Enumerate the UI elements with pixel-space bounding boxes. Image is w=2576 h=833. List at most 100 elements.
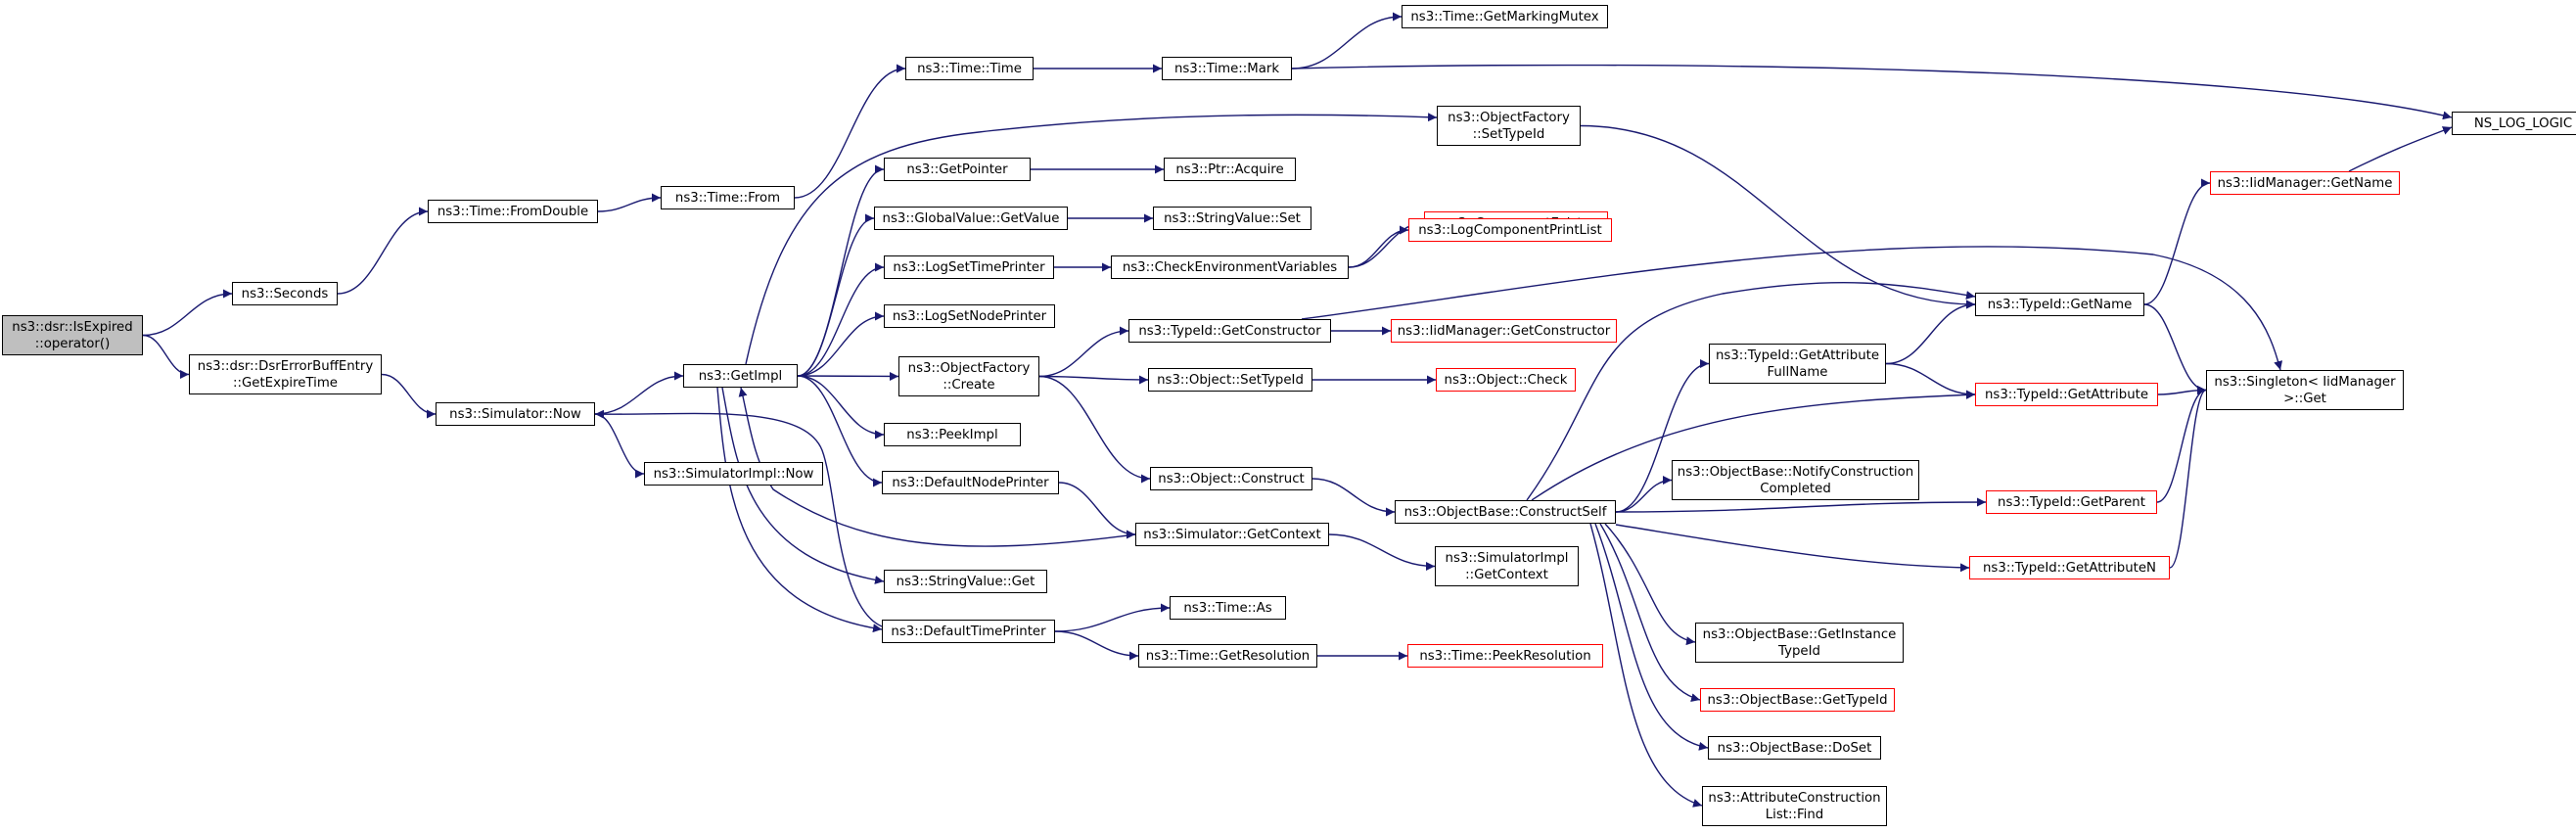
graph-node-n29[interactable]: ns3::Object::Construct <box>1150 467 1312 490</box>
graph-node-n34[interactable]: ns3::Time::As <box>1170 596 1286 620</box>
node-label-line: NS_LOG_LOGIC <box>2473 116 2573 131</box>
edge-n11-n27 <box>797 375 885 440</box>
graph-node-n31[interactable]: ns3::SimulatorImpl::GetContext <box>1435 546 1579 586</box>
graph-node-n9[interactable]: ns3::Simulator::Now <box>436 402 595 426</box>
node-label-line: ns3::SimulatorImpl <box>1445 550 1569 566</box>
edge-n11-n28 <box>797 375 883 487</box>
graph-node-n10[interactable]: ns3::SimulatorImpl::Now <box>644 462 823 486</box>
node-label-line: ::operator() <box>34 336 111 351</box>
node-label-line: ns3::AttributeConstruction <box>1708 790 1881 806</box>
graph-node-n41[interactable]: ns3::Singleton< IidManager >::Get <box>2206 370 2404 410</box>
edge-n40-n8 <box>2348 126 2453 172</box>
node-label-line: ns3::GetImpl <box>698 368 783 384</box>
graph-node-n22[interactable]: ns3::ObjectFactory::Create <box>898 356 1039 396</box>
graph-node-n21[interactable]: ns3::LogSetNodePrinter <box>884 304 1055 328</box>
node-label-line: ns3::Singleton< IidManager <box>2214 374 2396 390</box>
node-label-line: ns3::ObjectFactory <box>1448 110 1570 125</box>
edge-n11-n21 <box>797 311 885 377</box>
graph-node-n32[interactable]: ns3::StringValue::Get <box>884 570 1047 593</box>
graph-node-n0[interactable]: ns3::dsr::IsExpired::operator() <box>2 315 143 355</box>
edge-n30-n11 <box>738 387 1136 547</box>
edge-n37-n44 <box>1615 497 1987 513</box>
graph-node-n8[interactable]: NS_LOG_LOGIC <box>2452 112 2576 135</box>
edge-n37-n38 <box>1615 359 1710 513</box>
graph-node-n16[interactable]: ns3::StringValue::Set <box>1153 207 1311 230</box>
graph-node-n36[interactable]: ns3::Time::PeekResolution <box>1407 644 1603 668</box>
graph-node-n13[interactable]: ns3::GetPointer <box>884 158 1031 181</box>
node-label-line: ns3::LogComponentPrintList <box>1418 222 1602 238</box>
node-label-line: ns3::Simulator::Now <box>449 406 581 422</box>
node-label-line: TypeId <box>1778 643 1820 659</box>
graph-node-n14[interactable]: ns3::Ptr::Acquire <box>1164 158 1296 181</box>
graph-node-n23[interactable]: ns3::TypeId::GetConstructor <box>1128 319 1331 343</box>
graph-node-n44[interactable]: ns3::TypeId::GetParent <box>1986 490 2157 514</box>
node-label-line: ns3::TypeId::GetConstructor <box>1138 323 1321 339</box>
graph-node-n1[interactable]: ns3::Seconds <box>232 282 338 305</box>
edge-n37-n39 <box>1526 281 1976 501</box>
graph-node-n6[interactable]: ns3::Time::Mark <box>1162 57 1292 80</box>
graph-node-n30[interactable]: ns3::Simulator::GetContext <box>1135 523 1329 546</box>
node-label-line: ::GetContext <box>1465 567 1548 582</box>
graph-node-n5[interactable]: ns3::Time::Time <box>905 57 1034 80</box>
edge-n37-n43 <box>1615 476 1673 513</box>
node-label-line: ns3::StringValue::Get <box>896 574 1035 589</box>
edge-n37-n49 <box>1589 523 1703 808</box>
graph-node-n20[interactable]: ns3::LogComponentPrintList <box>1408 218 1612 242</box>
graph-node-n18[interactable]: ns3::CheckEnvironmentVariables <box>1111 255 1349 279</box>
edge-n33-n35 <box>1054 630 1139 661</box>
edge-n28-n30 <box>1058 482 1136 539</box>
edge-n9-n11 <box>594 371 684 415</box>
edge-n11-n13 <box>797 164 885 377</box>
node-label-line: ns3::LogSetNodePrinter <box>892 308 1047 324</box>
graph-node-n25[interactable]: ns3::Object::SetTypeId <box>1148 368 1312 392</box>
graph-node-n2[interactable]: ns3::dsr::DsrErrorBuffEntry::GetExpireTi… <box>189 354 382 394</box>
node-label-line: ns3::GetPointer <box>906 162 1008 177</box>
graph-node-n35[interactable]: ns3::Time::GetResolution <box>1138 644 1317 668</box>
node-label-line: ns3::ObjectBase::GetInstance <box>1702 626 1897 642</box>
graph-node-n17[interactable]: ns3::LogSetTimePrinter <box>884 255 1054 279</box>
graph-node-n11[interactable]: ns3::GetImpl <box>683 364 798 388</box>
graph-node-n24[interactable]: ns3::IidManager::GetConstructor <box>1391 319 1617 343</box>
graph-node-n39[interactable]: ns3::TypeId::GetName <box>1975 293 2144 316</box>
node-label-line: ns3::Ptr::Acquire <box>1175 162 1284 177</box>
edge-n38-n42 <box>1885 362 1976 399</box>
graph-node-n12[interactable]: ns3::ObjectFactory::SetTypeId <box>1437 106 1581 146</box>
graph-node-n4[interactable]: ns3::Time::From <box>661 186 795 209</box>
edge-n44-n41 <box>2156 386 2207 503</box>
edge-n18-n20 <box>1348 225 1409 268</box>
node-label-line: ns3::ObjectBase::GetTypeId <box>1707 692 1888 708</box>
edge-n39-n40 <box>2143 178 2211 305</box>
graph-node-n7[interactable]: ns3::Time::GetMarkingMutex <box>1402 5 1608 28</box>
graph-node-n3[interactable]: ns3::Time::FromDouble <box>428 200 598 223</box>
graph-node-n33[interactable]: ns3::DefaultTimePrinter <box>882 620 1055 643</box>
node-label-line: ns3::ObjectFactory <box>907 360 1031 376</box>
edge-n22-n25 <box>1038 375 1149 385</box>
edge-n11-n15 <box>797 213 875 377</box>
graph-node-n26[interactable]: ns3::Object::Check <box>1436 368 1576 392</box>
graph-node-n42[interactable]: ns3::TypeId::GetAttribute <box>1975 383 2158 406</box>
node-label-line: ns3::Time::PeekResolution <box>1419 648 1591 664</box>
node-label-line: ::GetExpireTime <box>233 375 338 391</box>
graph-node-n37[interactable]: ns3::ObjectBase::ConstructSelf <box>1395 500 1616 524</box>
graph-node-n45[interactable]: ns3::TypeId::GetAttributeN <box>1969 556 2170 579</box>
node-label-line: ns3::GlobalValue::GetValue <box>882 210 1060 226</box>
node-label-line: ns3::TypeId::GetAttribute <box>1984 387 2149 402</box>
graph-node-n27[interactable]: ns3::PeekImpl <box>884 423 1021 446</box>
graph-node-n28[interactable]: ns3::DefaultNodePrinter <box>882 471 1059 494</box>
graph-node-n40[interactable]: ns3::IidManager::GetName <box>2210 171 2400 195</box>
node-label-line: ns3::Time::FromDouble <box>437 204 589 219</box>
node-label-line: ns3::PeekImpl <box>906 427 998 442</box>
node-label-line: ::SetTypeId <box>1472 126 1545 142</box>
edge-n39-n41 <box>2143 303 2207 394</box>
edge-n6-n7 <box>1291 12 1403 69</box>
graph-node-n15[interactable]: ns3::GlobalValue::GetValue <box>874 207 1068 230</box>
graph-node-n48[interactable]: ns3::ObjectBase::DoSet <box>1708 736 1881 760</box>
node-label-line: ns3::Time::Time <box>917 61 1022 76</box>
node-label-line: ns3::IidManager::GetName <box>2217 175 2393 191</box>
graph-node-n47[interactable]: ns3::ObjectBase::GetTypeId <box>1700 688 1895 712</box>
